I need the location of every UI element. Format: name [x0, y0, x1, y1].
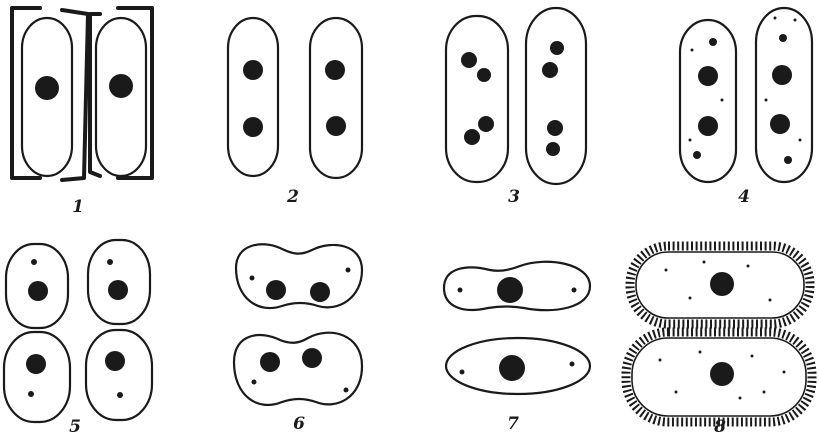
- stage-6-bottom-granule-left: [252, 380, 257, 385]
- stage-4-left-granule-5: [689, 139, 692, 142]
- stage-6-top-cell: [236, 244, 362, 308]
- stage-3-left-nucleus-1: [461, 52, 477, 68]
- stage-3-right-nucleus-4: [546, 142, 560, 156]
- stage-4-left-nucleus-top: [698, 66, 718, 86]
- stage-label-2: 2: [286, 187, 299, 207]
- stage-7-top-nucleus: [497, 277, 523, 303]
- stage-8-bottom-nucleus: [710, 362, 734, 386]
- stage-8-group: [626, 246, 812, 422]
- stage-2-left-cell: [228, 18, 278, 176]
- stage-5-nucleus-bottom-right: [105, 351, 125, 371]
- stage-6-bottom-nucleus-right: [302, 348, 322, 368]
- stage-1-group: [12, 8, 152, 180]
- stage-label-6: 6: [293, 414, 305, 433]
- stage-4-right-cell: [756, 8, 812, 182]
- stage-5-granule-top-left: [31, 259, 37, 265]
- stage-8-bottom-granule-2: [675, 391, 678, 394]
- stage-label-8: 8: [713, 417, 726, 433]
- stage-2-left-nucleus-top: [243, 60, 263, 80]
- stage-label-4: 4: [738, 187, 750, 207]
- stage-1-left-nucleus: [35, 76, 59, 100]
- stage-2-right-nucleus-bottom: [326, 116, 346, 136]
- stage-4-right-granule-5: [765, 99, 768, 102]
- stage-3-left-nucleus-3: [478, 116, 494, 132]
- stage-7-bottom-nucleus: [499, 355, 525, 381]
- stage-4-left-granule-1: [709, 38, 717, 46]
- stage-5-nucleus-top-left: [28, 281, 48, 301]
- stage-8-top-granule-3: [747, 265, 750, 268]
- stage-3-right-cell: [526, 8, 586, 184]
- stage-6-top-granule-right: [346, 268, 351, 273]
- stage-8-bottom-granule-5: [763, 391, 766, 394]
- stage-7-bottom-granule-right: [570, 362, 575, 367]
- stage-4-left-nucleus-bottom: [698, 116, 718, 136]
- stage-3-left-cell: [446, 16, 508, 182]
- stage-4-left-granule-3: [691, 49, 694, 52]
- stage-label-5: 5: [69, 417, 81, 433]
- stage-6-top-nucleus-left: [266, 280, 286, 300]
- stage-3-group: [446, 8, 586, 184]
- stage-4-group: [680, 8, 812, 182]
- stage-4-right-granule-2: [784, 156, 792, 164]
- stage-8-top-granule-2: [689, 297, 692, 300]
- stage-4-right-granule-3: [774, 17, 777, 20]
- stage-4-right-granule-6: [799, 139, 802, 142]
- stage-6-bottom-nucleus-left: [260, 352, 280, 372]
- stage-5-group: [4, 240, 152, 422]
- stage-3-right-nucleus-3: [547, 120, 563, 136]
- stage-4-left-granule-4: [721, 99, 724, 102]
- stage-8-bottom-granule-4: [751, 355, 754, 358]
- stage-8-bottom-granule-1: [659, 359, 662, 362]
- stage-8-bottom-granule-7: [739, 397, 742, 400]
- stage-2-left-nucleus-bottom: [243, 117, 263, 137]
- stage-8-bottom-granule-6: [783, 371, 786, 374]
- stage-3-left-nucleus-2: [477, 68, 491, 82]
- stage-8-top-granule-1: [665, 269, 668, 272]
- stage-4-left-granule-2: [693, 151, 701, 159]
- stage-3-left-nucleus-4: [464, 129, 480, 145]
- stage-1-right-nucleus: [109, 74, 133, 98]
- stage-2-group: [228, 18, 362, 178]
- stage-4-left-cell: [680, 20, 736, 182]
- stage-4-right-nucleus-bottom: [770, 114, 790, 134]
- stage-3-right-nucleus-1: [550, 41, 564, 55]
- stage-6-group: [234, 244, 362, 405]
- stage-8-top-granule-5: [703, 261, 706, 264]
- stage-2-right-cell: [310, 18, 362, 178]
- stage-6-bottom-granule-right: [344, 388, 349, 393]
- stage-4-right-granule-1: [779, 34, 787, 42]
- stage-label-1: 1: [72, 197, 84, 217]
- stage-5-nucleus-bottom-left: [26, 354, 46, 374]
- stage-8-bottom-granule-3: [699, 351, 702, 354]
- stage-5-nucleus-top-right: [108, 280, 128, 300]
- stage-8-top-nucleus: [710, 272, 734, 296]
- stage-5-cell-bottom-right: [86, 330, 152, 420]
- stage-4-right-nucleus-top: [772, 65, 792, 85]
- stage-label-7: 7: [507, 414, 519, 433]
- stage-label-3: 3: [508, 187, 520, 207]
- stage-4-right-granule-4: [794, 19, 797, 22]
- stage-6-top-nucleus-right: [310, 282, 330, 302]
- stage-5-granule-top-right: [107, 259, 113, 265]
- stage-5-granule-bottom-left: [28, 391, 34, 397]
- stage-5-granule-bottom-right: [117, 392, 123, 398]
- stage-6-bottom-cell: [234, 333, 362, 405]
- stage-6-top-granule-left: [250, 276, 255, 281]
- stage-7-top-granule-right: [572, 288, 577, 293]
- stage-8-top-granule-4: [769, 299, 772, 302]
- stage-7-bottom-granule-left: [460, 370, 465, 375]
- stage-7-top-granule-left: [458, 288, 463, 293]
- stage-5-cell-bottom-left: [4, 332, 70, 422]
- stage-3-right-nucleus-2: [542, 62, 558, 78]
- stage-2-right-nucleus-top: [325, 60, 345, 80]
- stage-7-group: [444, 262, 590, 394]
